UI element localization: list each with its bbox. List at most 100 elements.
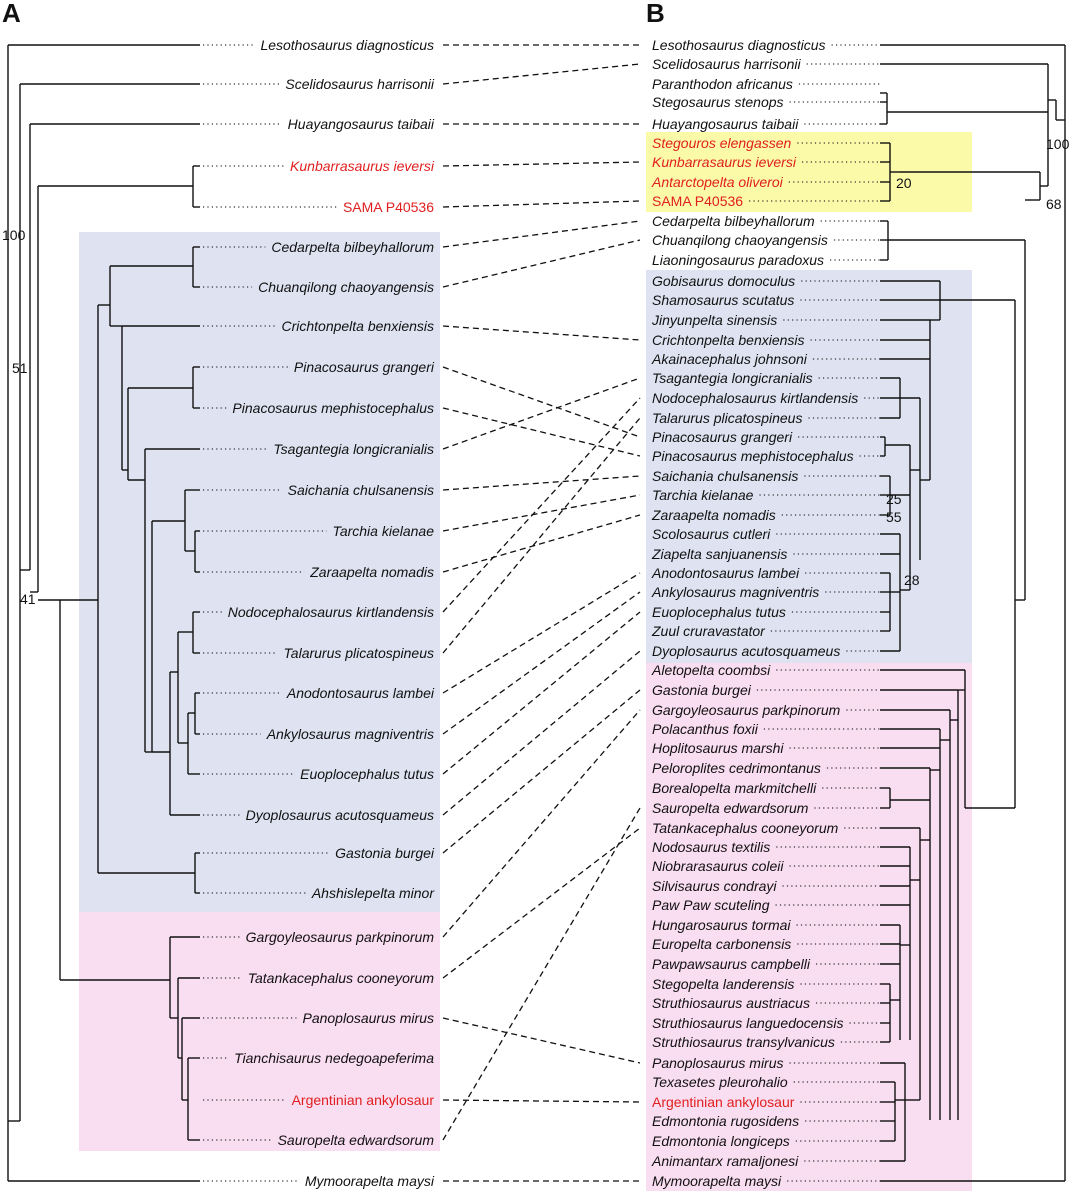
tree-b-leaders [749, 44, 880, 1182]
tree-b-support-6: 28 [904, 572, 920, 588]
tree-b-taxon-edmontonia-longiceps: Edmontonia longiceps [652, 1133, 790, 1149]
tree-a-taxon-tsagantegia-longicranialis: Tsagantegia longicranialis [273, 441, 434, 457]
tree-b-taxon-jinyunpelta-sinensis: Jinyunpelta sinensis [651, 312, 777, 328]
connector-gastonia-burgei [442, 689, 641, 854]
tree-a-taxon-sama-p40536: SAMA P40536 [343, 199, 434, 215]
tree-b-taxon-struthiosaurus-languedocensis: Struthiosaurus languedocensis [652, 1015, 843, 1031]
tree-a-support-3: 41 [20, 591, 36, 607]
tree-a-labels: Lesothosaurus diagnosticusScelidosaurus … [228, 37, 436, 1189]
connector-euoplocephalus-tutus [442, 611, 641, 775]
tree-b-taxon-hungarosaurus-tormai: Hungarosaurus tormai [652, 917, 791, 933]
tree-a-taxon-anodontosaurus-lambei: Anodontosaurus lambei [286, 685, 435, 701]
connector-argentinian-ankylosaur [442, 1099, 641, 1103]
tree-b-taxon-hoplitosaurus-marshi: Hoplitosaurus marshi [652, 740, 784, 756]
tree-a-taxon-tatankacephalus-cooneyorum: Tatankacephalus cooneyorum [248, 970, 435, 986]
tree-a-pink-region [79, 912, 440, 1151]
tree-b-taxon-paranthodon-africanus: Paranthodon africanus [652, 76, 793, 92]
tree-a-taxon-scelidosaurus-harrisonii: Scelidosaurus harrisonii [285, 76, 435, 92]
tree-b-taxon-saichania-chulsanensis: Saichania chulsanensis [652, 468, 798, 484]
tree-b-taxon-tarchia-kielanae: Tarchia kielanae [652, 487, 754, 503]
tree-a-taxon-euoplocephalus-tutus: Euoplocephalus tutus [300, 766, 434, 782]
taxon-connectors [442, 44, 641, 1182]
tree-b-taxon-anodontosaurus-lambei: Anodontosaurus lambei [651, 565, 800, 581]
tree-b-taxon-tatankacephalus-cooneyorum: Tatankacephalus cooneyorum [652, 820, 839, 836]
tree-b-taxon-sama-p40536: SAMA P40536 [652, 193, 743, 209]
tree-b-support-3: 20 [896, 175, 912, 191]
tree-a-taxon-nodocephalosaurus-kirtlandensis: Nodocephalosaurus kirtlandensis [228, 604, 434, 620]
tree-b-taxon-cedarpelta-bilbeyhallorum: Cedarpelta bilbeyhallorum [652, 213, 815, 229]
tree-a-blue-region [79, 232, 440, 912]
panel-label-b: B [646, 0, 665, 28]
tree-a-taxon-kunbarrasaurus-ieversi: Kunbarrasaurus ieversi [290, 158, 435, 174]
tree-a-taxon-gastonia-burgei: Gastonia burgei [335, 845, 435, 861]
tree-b-taxon-struthiosaurus-austriacus: Struthiosaurus austriacus [652, 995, 810, 1011]
tree-a-taxon-mymoorapelta-maysi: Mymoorapelta maysi [305, 1173, 435, 1189]
tree-a-taxon-lesothosaurus-diagnosticus: Lesothosaurus diagnosticus [260, 37, 434, 53]
connector-saichania-chulsanensis [442, 475, 641, 491]
tree-b-blue-region [646, 270, 972, 663]
tree-b-taxon-mymoorapelta-maysi: Mymoorapelta maysi [652, 1173, 782, 1189]
tree-b-taxon-tsagantegia-longicranialis: Tsagantegia longicranialis [652, 370, 813, 386]
tree-a-taxon-argentinian-ankylosaur: Argentinian ankylosaur [292, 1092, 435, 1108]
tree-b-taxon-pawpawsaurus-campbelli: Pawpawsaurus campbelli [652, 956, 811, 972]
tree-b-taxon-zaraapelta-nomadis: Zaraapelta nomadis [651, 507, 776, 523]
connector-sauropelta-edwardsorum [442, 807, 641, 1141]
tree-a-taxon-gargoyleosaurus-parkpinorum: Gargoyleosaurus parkpinorum [246, 929, 435, 945]
tree-b-taxon-stegopelta-landerensis: Stegopelta landerensis [652, 976, 794, 992]
tree-b-taxon-polacanthus-foxii: Polacanthus foxii [652, 721, 759, 737]
tree-a-taxon-saichania-chulsanensis: Saichania chulsanensis [288, 482, 434, 498]
tree-b-taxon-ankylosaurus-magniventris: Ankylosaurus magniventris [651, 584, 819, 600]
tree-b-taxon-gobisaurus-domoculus: Gobisaurus domoculus [652, 273, 795, 289]
tree-b-support-2: 68 [1046, 196, 1062, 212]
tree-b-taxon-nodosaurus-textilis: Nodosaurus textilis [652, 839, 770, 855]
tree-b-taxon-scolosaurus-cutleri: Scolosaurus cutleri [652, 526, 771, 542]
tree-b-branches [880, 44, 1066, 1182]
tree-a-taxon-dyoplosaurus-acutosquameus: Dyoplosaurus acutosquameus [246, 807, 434, 823]
tree-b-taxon-huayangosaurus-taibaii: Huayangosaurus taibaii [652, 116, 799, 132]
tree-b-support-4: 25 [886, 491, 902, 507]
tree-a-leaders [203, 44, 337, 1182]
tree-a-taxon-crichtonpelta-benxiensis: Crichtonpelta benxiensis [281, 318, 434, 334]
tree-a-taxon-zaraapelta-nomadis: Zaraapelta nomadis [309, 564, 434, 580]
tree-a-support-1: 100 [2, 227, 26, 243]
tree-b-taxon-sauropelta-edwardsorum: Sauropelta edwardsorum [652, 800, 809, 816]
tree-b-taxon-dyoplosaurus-acutosquameus: Dyoplosaurus acutosquameus [652, 643, 840, 659]
tree-b-taxon-paw-paw-scuteling: Paw Paw scuteling [652, 897, 770, 913]
connector-kunbarrasaurus-ieversi [442, 161, 641, 167]
tree-b-taxon-antarctopelta-oliveroi: Antarctopelta oliveroi [651, 174, 784, 190]
tree-b-support-1: 100 [1046, 136, 1070, 152]
tree-b-taxon-animantarx-ramaljonesi: Animantarx ramaljonesi [651, 1153, 799, 1169]
tree-b-taxon-euoplocephalus-tutus: Euoplocephalus tutus [652, 604, 786, 620]
tree-a-taxon-tianchisaurus-nedegoapeferima: Tianchisaurus nedegoapeferima [234, 1050, 434, 1066]
tree-b-taxon-lesothosaurus-diagnosticus: Lesothosaurus diagnosticus [652, 37, 826, 53]
connector-gargoyleosaurus-parkpinorum [442, 709, 641, 938]
tree-a-taxon-cedarpelta-bilbeyhallorum: Cedarpelta bilbeyhallorum [271, 239, 434, 255]
tree-b-taxon-argentinian-ankylosaur: Argentinian ankylosaur [652, 1094, 795, 1110]
tree-b-taxon-peloroplites-cedrimontanus: Peloroplites cedrimontanus [652, 760, 821, 776]
tree-b-taxon-niobrarasaurus-coleii: Niobrarasaurus coleii [652, 858, 784, 874]
tree-a-taxon-ankylosaurus-magniventris: Ankylosaurus magniventris [266, 726, 434, 742]
tree-a-branches [7, 44, 200, 1182]
tree-b-taxon-europelta-carbonensis: Europelta carbonensis [652, 936, 791, 952]
connector-tsagantegia-longicranialis [442, 377, 641, 450]
tree-b-taxon-borealopelta-markmitchelli: Borealopelta markmitchelli [652, 780, 817, 796]
panel-label-a: A [2, 0, 21, 28]
connector-tatankacephalus-cooneyorum [442, 827, 641, 979]
connector-tarchia-kielanae [442, 494, 641, 532]
tree-b-taxon-pinacosaurus-grangeri: Pinacosaurus grangeri [652, 429, 793, 445]
tree-a-taxon-pinacosaurus-mephistocephalus: Pinacosaurus mephistocephalus [232, 400, 434, 416]
tree-b-taxon-liaoningosaurus-paradoxus: Liaoningosaurus paradoxus [652, 252, 824, 268]
tree-b-taxon-gastonia-burgei: Gastonia burgei [652, 682, 752, 698]
tree-a-taxon-tarchia-kielanae: Tarchia kielanae [333, 523, 435, 539]
tree-b-taxon-shamosaurus-scutatus: Shamosaurus scutatus [652, 292, 794, 308]
tree-b-taxon-edmontonia-rugosidens: Edmontonia rugosidens [652, 1113, 799, 1129]
tree-a-taxon-chuanqilong-chaoyangensis: Chuanqilong chaoyangensis [258, 279, 434, 295]
tree-b-taxon-gargoyleosaurus-parkpinorum: Gargoyleosaurus parkpinorum [652, 702, 841, 718]
tree-a-taxon-panoplosaurus-mirus: Panoplosaurus mirus [302, 1010, 434, 1026]
tree-a-taxon-pinacosaurus-grangeri: Pinacosaurus grangeri [294, 359, 435, 375]
tree-a-taxon-ahshislepelta-minor: Ahshislepelta minor [311, 885, 436, 901]
tree-b-taxon-zuul-cruravastator: Zuul cruravastator [651, 623, 766, 639]
tree-b-taxon-kunbarrasaurus-ieversi: Kunbarrasaurus ieversi [652, 154, 797, 170]
